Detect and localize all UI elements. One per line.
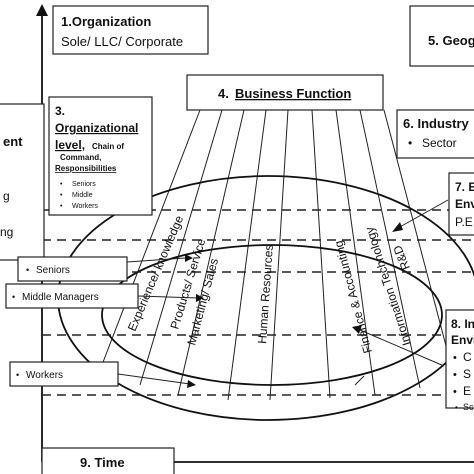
seniors-arrow — [126, 257, 186, 263]
org-level-desc-2: Command, — [60, 153, 101, 162]
external-env-arrow — [397, 199, 449, 229]
external-env-box: 7. E Env P.E — [448, 172, 474, 236]
organization-box: 1.Organization Sole/ LLC/ Corporate — [52, 5, 209, 55]
org-level-bullet-glyph-2: • — [60, 192, 63, 199]
workers-arrowhead — [187, 380, 196, 388]
seniors-bullet-glyph: • — [26, 265, 29, 275]
middle-managers-label: Middle Managers — [22, 292, 99, 303]
organizational-level-box: 3. Organizational level, Chain of Comman… — [48, 96, 153, 216]
middle-bullet-glyph: • — [12, 292, 15, 302]
org-level-title-2: level, — [55, 138, 85, 152]
internal-env-bullet-2: S — [463, 367, 471, 381]
seniors-label: Seniors — [36, 265, 70, 276]
internal-env-bullet-1: C — [463, 350, 472, 364]
management-partial-line3: ng — [0, 225, 13, 239]
internal-env-box: 8. In Envi • C • S • E • Sc — [445, 309, 474, 412]
business-function-number: 4. — [218, 86, 229, 101]
workers-label-box: • Workers — [9, 361, 119, 387]
internal-env-bullet-glyph-1: • — [453, 352, 457, 364]
workers-arrow — [117, 373, 191, 385]
function-fan-lines — [99, 109, 456, 401]
organization-title: 1.Organization — [61, 14, 151, 29]
org-level-desc-3: Responsibilities — [55, 164, 117, 173]
workers-bullet-glyph: • — [16, 370, 19, 380]
management-partial-line2: g — [3, 189, 10, 203]
function-label-hr: Human Resources — [255, 244, 276, 344]
industry-bullet-glyph: • — [408, 136, 412, 150]
function-labels: Experience/ knowledge Products/ Service … — [125, 213, 414, 355]
time-title: 9. Time — [80, 455, 125, 470]
inner-ellipse — [101, 244, 443, 386]
org-level-bullet-glyph-3: • — [60, 203, 63, 210]
external-env-arrowhead — [392, 222, 403, 232]
internal-env-bullet-glyph-2: • — [453, 369, 457, 381]
org-level-bullet-middle: Middle — [72, 192, 93, 199]
internal-env-bullet-glyph-4: • — [455, 403, 458, 412]
internal-env-bullet-3: E — [463, 384, 471, 398]
org-level-title: Organizational — [55, 121, 138, 135]
internal-env-pointer — [354, 375, 365, 386]
internal-env-arrowhead — [352, 325, 362, 334]
vertical-axis-arrowhead — [36, 4, 48, 16]
middle-managers-label-box: • Middle Managers — [5, 283, 139, 309]
external-env-line2: Env — [455, 197, 474, 211]
org-level-bullet-seniors: Seniors — [72, 181, 96, 188]
org-level-bullet-workers: Workers — [72, 203, 98, 210]
middle-arrowhead — [196, 294, 204, 302]
internal-env-line2: Envi — [451, 333, 474, 347]
org-level-desc-1: Chain of — [92, 142, 124, 151]
geography-box: 5. Geog — [409, 5, 474, 67]
industry-title: 6. Industry — [403, 116, 470, 131]
industry-bullet-sector: Sector — [422, 136, 457, 150]
org-level-bullet-glyph-1: • — [60, 181, 63, 188]
management-partial-title: ent — [3, 134, 23, 149]
internal-env-bullet-4: Sc — [463, 402, 474, 412]
time-box: 9. Time — [41, 447, 175, 474]
internal-env-line1: 8. In — [451, 317, 474, 331]
function-label-it: Information Technology — [362, 225, 414, 347]
business-function-title: Business Function — [235, 86, 351, 101]
internal-env-bullet-glyph-3: • — [453, 386, 457, 398]
seniors-arrowhead — [185, 254, 193, 262]
industry-box: 6. Industry • Sector — [396, 109, 474, 159]
business-function-box: 4. Business Function — [186, 74, 384, 111]
external-env-line1: 7. E — [455, 180, 474, 194]
seniors-label-box: • Seniors — [17, 256, 128, 282]
workers-label: Workers — [26, 370, 63, 381]
middle-arrow — [137, 295, 199, 299]
internal-env-arrow — [359, 329, 445, 367]
organization-subtitle: Sole/ LLC/ Corporate — [61, 34, 183, 49]
geography-title: 5. Geog — [428, 33, 474, 48]
external-env-line3: P.E — [455, 215, 473, 229]
org-level-number: 3. — [55, 104, 65, 118]
management-box-partial: ent g ng — [0, 103, 45, 261]
